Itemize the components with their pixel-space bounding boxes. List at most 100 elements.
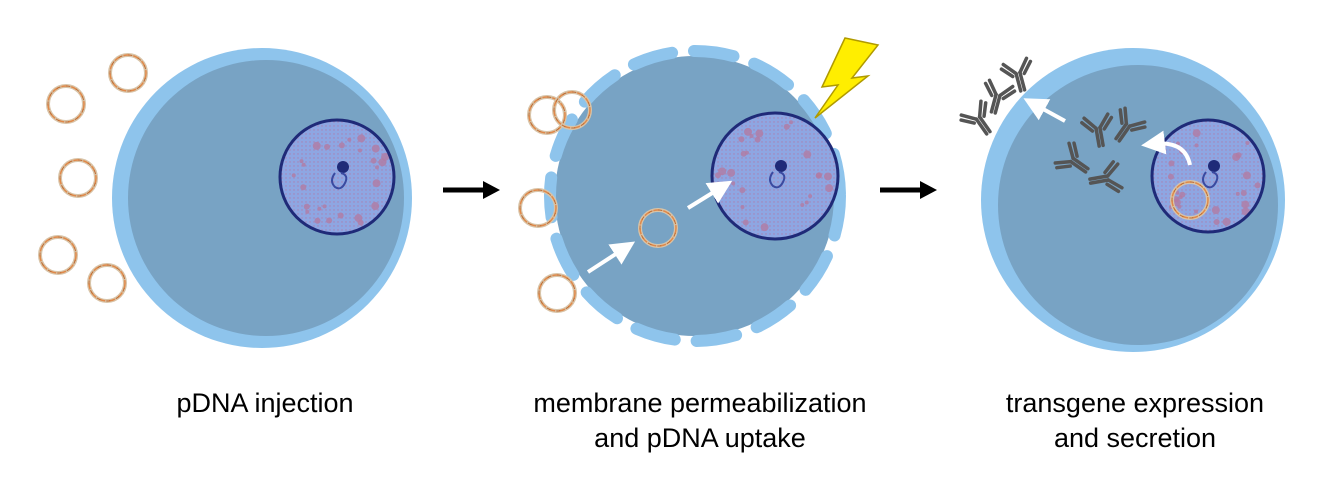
plasmid-dna <box>638 208 678 248</box>
chromatin-spot <box>789 120 794 125</box>
chromatin-spot <box>314 217 321 224</box>
chromatin-spot <box>803 150 812 159</box>
chromatin-spot <box>317 206 322 211</box>
chromatin-spot <box>731 181 736 186</box>
chromatin-spot <box>312 141 321 150</box>
chromatin-spot <box>1211 206 1220 215</box>
chromatin-spot <box>816 172 823 179</box>
step-label-3: transgene expression and secretion <box>925 386 1323 456</box>
chromatin-spot <box>1241 200 1250 209</box>
chromatin-spot <box>375 165 380 170</box>
chromatin-spot <box>354 214 363 223</box>
nucleus <box>710 111 840 241</box>
plasmid-dna <box>87 263 127 303</box>
step-arrow-1 <box>443 181 500 199</box>
chromatin-spot <box>338 142 345 149</box>
chromatin-spot <box>1179 191 1186 198</box>
nucleus <box>278 118 396 236</box>
cell-electroporation <box>544 37 880 347</box>
plasmid-dna <box>108 53 148 93</box>
nucleus <box>1150 118 1266 234</box>
label-line: pDNA injection <box>176 388 354 418</box>
chromatin-spot <box>718 167 727 176</box>
chromatin-spot <box>749 133 754 138</box>
chromatin-spot <box>291 173 296 178</box>
uptake-arrow <box>686 180 733 210</box>
chromatin-spot <box>1175 190 1180 195</box>
antibody-icon <box>1080 112 1114 148</box>
chromatin-spot <box>755 129 764 138</box>
chromatin-spot <box>823 172 832 181</box>
chromatin-spot <box>347 137 352 142</box>
chromatin-spot <box>727 168 736 177</box>
plasmid-dna <box>46 84 86 124</box>
chromatin-spot <box>800 203 805 208</box>
chromatin-spot <box>754 136 761 143</box>
antibody-icon <box>959 99 992 136</box>
chromatin-spot <box>739 187 746 194</box>
plasmid-dna <box>38 235 78 275</box>
antibody-icon <box>983 78 1017 115</box>
step-label-2: membrane permeabilization and pDNA uptak… <box>490 386 910 456</box>
chromatin-spot <box>743 127 752 136</box>
nucleolus <box>775 160 787 172</box>
expression-arrow <box>1141 130 1192 166</box>
chromatin-spot <box>322 204 327 209</box>
chromatin-spot <box>1192 129 1201 138</box>
cell-expression <box>981 48 1285 352</box>
nuclear-envelope <box>710 111 840 241</box>
chromatin-spot <box>300 184 307 191</box>
uptake-arrow <box>586 241 636 274</box>
lightning-bolt-icon <box>814 37 880 119</box>
antibody-icon <box>1088 160 1124 194</box>
chromatin-spot <box>783 123 790 130</box>
chromatin-spot <box>301 162 306 167</box>
chromosome <box>331 172 348 190</box>
chromatin-spot <box>740 150 747 157</box>
chromatin-spot <box>804 200 809 205</box>
chromatin-spot <box>371 202 380 211</box>
chromatin-spot <box>825 184 834 193</box>
chromosome <box>769 171 786 189</box>
chromatin-spot <box>1194 143 1199 148</box>
chromatin-spot <box>808 194 813 199</box>
label-line: and pDNA uptake <box>594 423 806 453</box>
nucleolus <box>1208 160 1220 172</box>
chromatin-spot <box>1245 141 1250 146</box>
plasmid-dna <box>518 188 558 228</box>
antibody-icon <box>1114 106 1147 143</box>
chromatin-spot <box>370 157 377 164</box>
antibody-icon <box>999 56 1033 93</box>
chromatin-spot <box>357 148 362 153</box>
chromatin-spot <box>305 209 310 214</box>
chromatin-spot <box>357 134 366 143</box>
chromatin-spot <box>381 152 390 161</box>
label-line: transgene expression <box>1005 388 1265 418</box>
chromatin-spot <box>303 203 310 210</box>
nuclear-envelope <box>278 118 396 236</box>
plasmid-dna <box>58 158 98 198</box>
nuclear-envelope <box>1150 118 1266 234</box>
chromosome <box>1202 171 1219 189</box>
chromatin-spot <box>738 136 745 143</box>
chromatin-spot <box>1242 171 1251 180</box>
label-line: and secretion <box>1053 423 1217 453</box>
plasmid-dna <box>552 90 592 130</box>
chromatin-spot <box>1172 196 1179 203</box>
chromatin-spot <box>299 159 304 164</box>
plasmid-dna <box>1170 180 1210 220</box>
chromatin-spot <box>1235 191 1240 196</box>
chromatin-spot <box>742 219 749 226</box>
chromatin-spot <box>1240 190 1247 197</box>
chromatin-spot <box>1222 217 1231 226</box>
antibody-icon <box>1053 141 1090 174</box>
plasmid-dna <box>527 95 567 135</box>
chromatin-spot <box>324 143 331 150</box>
chromatin-spot <box>337 212 344 219</box>
secretion-arrow <box>1023 98 1066 123</box>
chromatin-spot <box>760 223 769 232</box>
chromatin-spot <box>1213 219 1220 226</box>
step-arrow-2 <box>880 181 937 199</box>
chromatin-spot <box>372 179 381 188</box>
label-line: membrane permeabilization <box>533 388 867 418</box>
